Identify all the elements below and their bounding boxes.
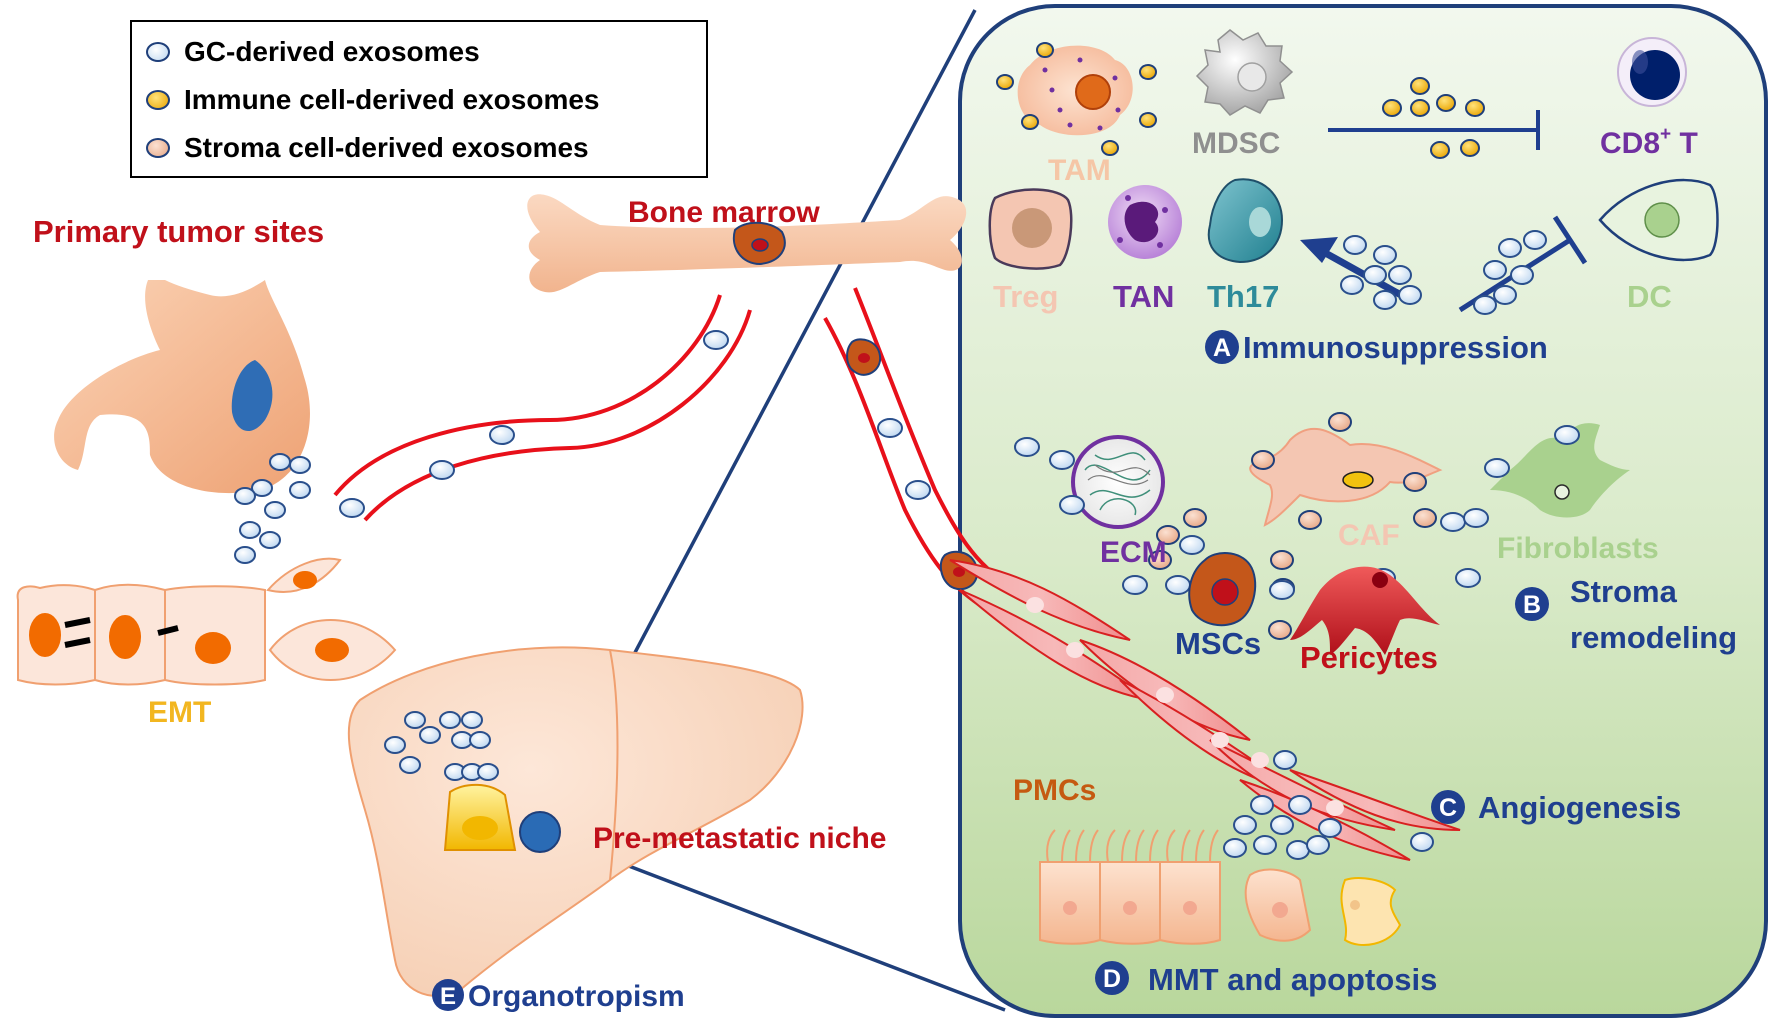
- badge-e: [432, 979, 464, 1011]
- gc-exosomes-liver: [384, 711, 499, 781]
- immune-cells-on-vessel: [846, 338, 979, 591]
- badge-e-letter: E: [440, 983, 456, 1010]
- badge-c: [1431, 790, 1465, 824]
- stroma-exosome-icon: [146, 138, 170, 158]
- badge-d-letter: D: [1103, 965, 1121, 993]
- label-angiogenesis: Angiogenesis: [1478, 790, 1681, 825]
- label-stroma: Stroma: [1570, 574, 1678, 609]
- pmc-cells: [1039, 829, 1402, 946]
- th17-cell: [1207, 178, 1284, 264]
- label-cd8-t-suffix: T: [1671, 127, 1698, 160]
- caf-cell: [1249, 427, 1443, 527]
- legend-row-gc: GC-derived exosomes: [146, 32, 480, 72]
- fibroblast-cell: [1490, 423, 1630, 518]
- gc-exosomes-immuno: [1340, 230, 1547, 315]
- treg-cell: [988, 188, 1073, 270]
- ecm-structure: [1071, 435, 1165, 529]
- blood-vessel-stomach-bone: [333, 294, 752, 522]
- legend-label-gc: GC-derived exosomes: [184, 36, 480, 67]
- msc-cell: [1188, 552, 1257, 627]
- legend-label-stroma: Stroma cell-derived exosomes: [184, 132, 589, 163]
- label-organotropism: Organotropism: [468, 980, 685, 1013]
- label-mdsc: MDSC: [1192, 127, 1280, 160]
- label-cd8-superscript: +: [1660, 124, 1671, 145]
- badge-d: [1095, 961, 1129, 995]
- badge-b-letter: B: [1523, 591, 1541, 619]
- label-ecm: ECM: [1100, 536, 1167, 569]
- badge-a: [1205, 330, 1239, 364]
- gc-exosome-icon: [146, 42, 170, 62]
- tam-cell: [1017, 45, 1133, 136]
- bone-illustration: [527, 194, 967, 293]
- endothelial-nuclei: [1026, 597, 1344, 816]
- badge-c-letter: C: [1439, 794, 1457, 822]
- gc-exosomes-stroma: [1014, 425, 1580, 600]
- label-cd8: CD8: [1600, 127, 1660, 160]
- label-mmt: MMT and apoptosis: [1148, 962, 1437, 997]
- label-pre-metastatic: Pre-metastatic niche: [593, 822, 886, 855]
- legend-row-immune: Immune cell-derived exosomes: [146, 80, 600, 120]
- label-immunosuppression: Immunosuppression: [1243, 330, 1548, 365]
- gc-exosomes-pmc: [1223, 750, 1434, 860]
- label-caf: CAF: [1338, 519, 1400, 552]
- label-pericytes: Pericytes: [1300, 640, 1438, 675]
- label-primary-tumor: Primary tumor sites: [33, 214, 324, 249]
- stomach-illustration: [54, 280, 310, 494]
- immune-exosomes-mdsc: [1382, 77, 1485, 159]
- immune-exosome-icon: [146, 90, 170, 110]
- niche-cell: [443, 783, 517, 851]
- label-mscs: MSCs: [1175, 626, 1261, 661]
- legend: GC-derived exosomes Immune cell-derived …: [130, 20, 708, 178]
- badge-a-letter: A: [1213, 334, 1231, 362]
- legend-label-immune: Immune cell-derived exosomes: [184, 84, 600, 115]
- label-tam: TAM: [1048, 154, 1111, 187]
- legend-row-stroma: Stroma cell-derived exosomes: [146, 128, 589, 168]
- dc-cell: [1598, 178, 1719, 262]
- niche-focus-dot: [519, 811, 561, 853]
- gc-exosome-cluster-stomach: [234, 453, 311, 564]
- mdsc-cell: [1195, 29, 1294, 116]
- label-dc: DC: [1627, 279, 1672, 314]
- label-treg: Treg: [993, 279, 1058, 314]
- label-fibroblasts: Fibroblasts: [1497, 532, 1659, 565]
- cd8-t-cell: [1617, 37, 1687, 107]
- mdsc-inhibition-line: [1328, 110, 1540, 150]
- badge-b: [1515, 587, 1549, 621]
- microenvironment-panel: [958, 4, 1768, 1018]
- label-remodeling: remodeling: [1570, 620, 1737, 655]
- label-emt: EMT: [148, 696, 211, 729]
- label-bone-marrow: Bone marrow: [628, 196, 820, 229]
- immune-exosomes-tam: [996, 42, 1157, 156]
- gc-exosomes-on-vessels: [339, 330, 931, 518]
- emt-cells: [16, 557, 397, 686]
- tan-cell: [1108, 185, 1182, 259]
- label-pmcs: PMCs: [1013, 774, 1096, 807]
- label-tan: TAN: [1113, 279, 1174, 314]
- pericyte-cell: [1290, 566, 1440, 655]
- label-th17: Th17: [1207, 279, 1279, 314]
- label-cd8-t: CD8+ T: [1600, 124, 1698, 160]
